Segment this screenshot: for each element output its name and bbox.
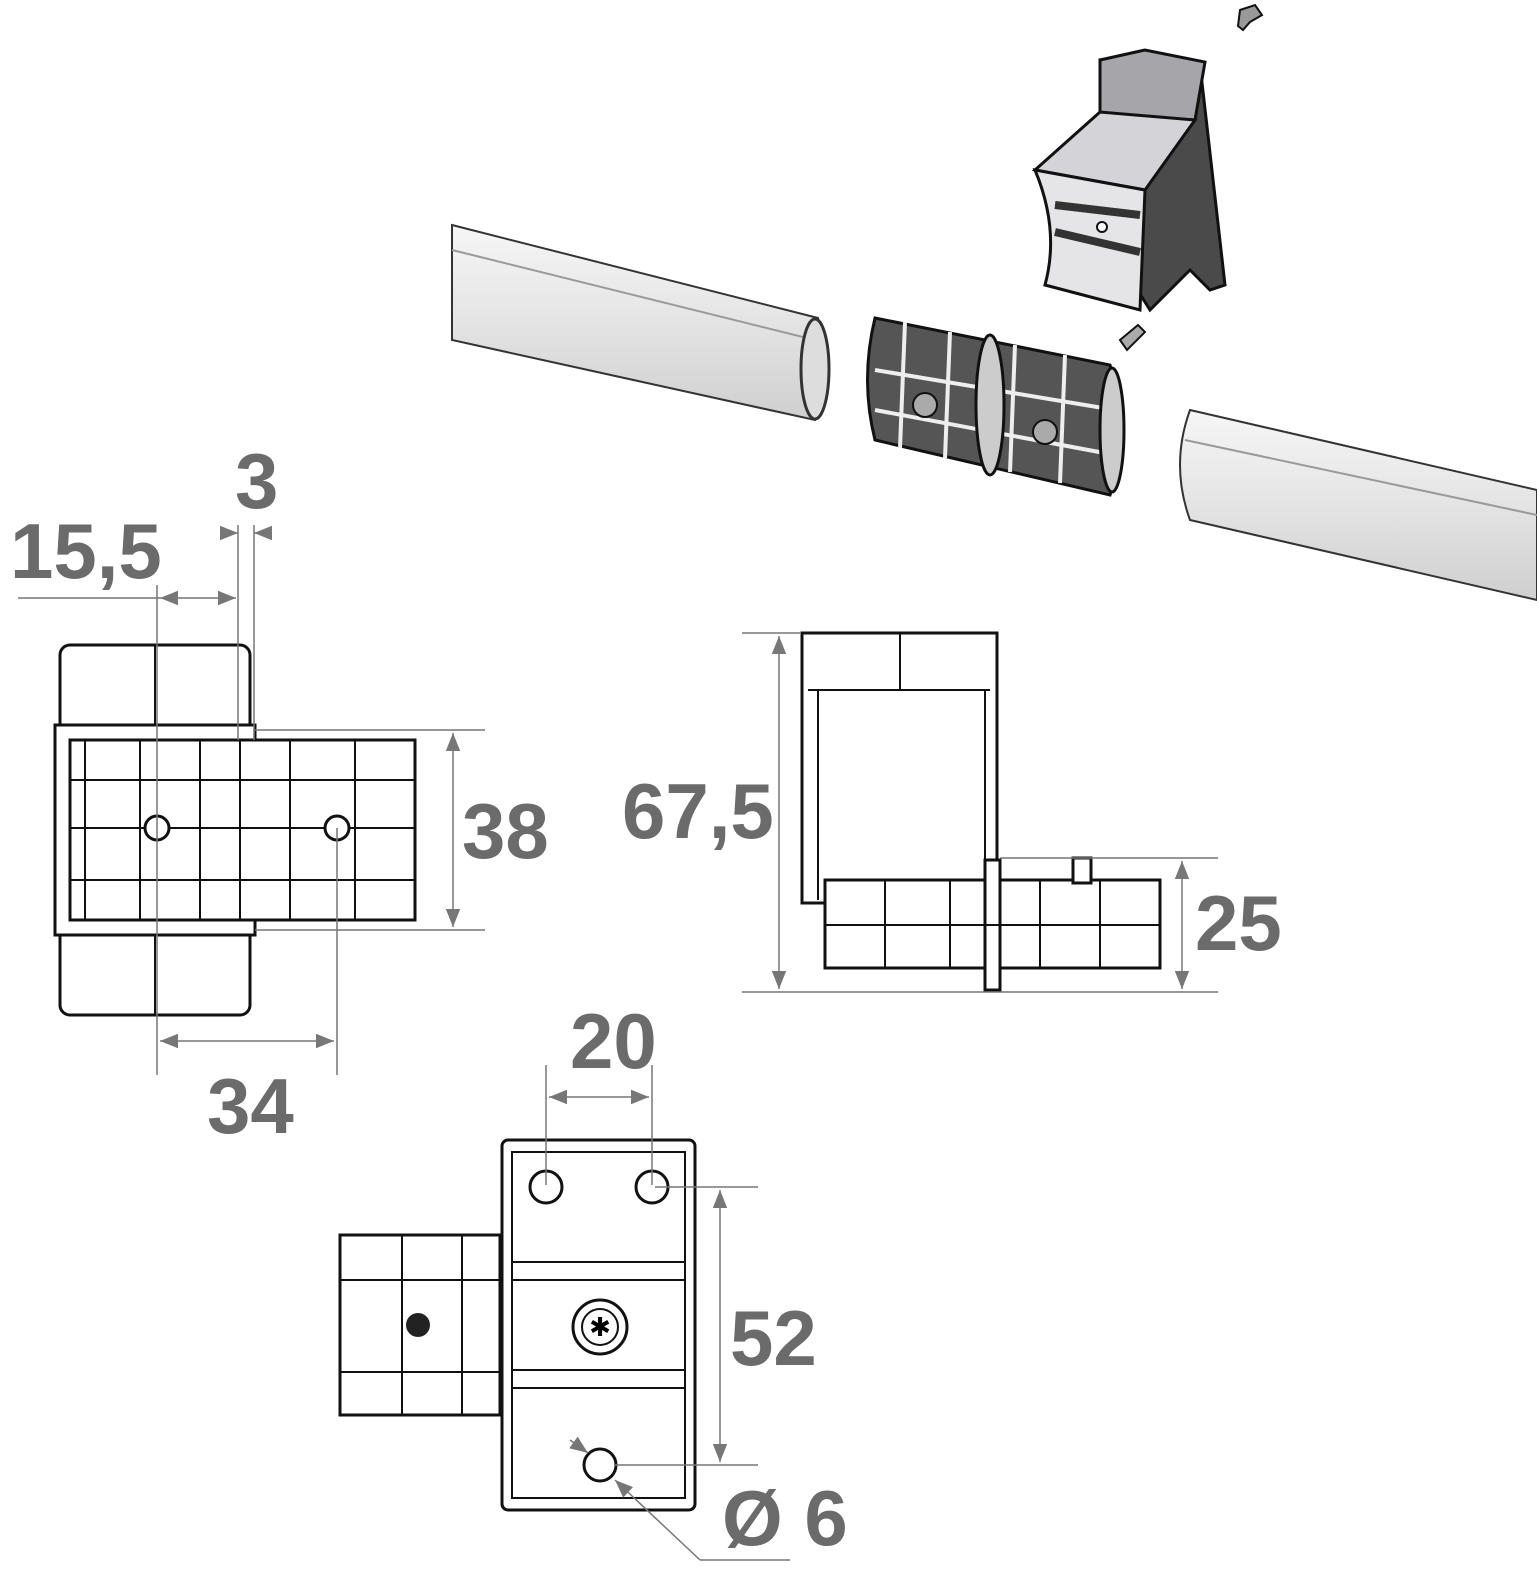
dim-52: 52 [730, 1294, 817, 1382]
side-view: 67,5 25 [622, 631, 1282, 993]
dim-diameter-6: Ø 6 [722, 1474, 848, 1562]
bottom-view: ✱ 20 52 Ø 6 [338, 997, 848, 1562]
dim-38: 38 [462, 787, 549, 875]
torx-icon: ✱ [589, 1313, 611, 1343]
dim-25: 25 [1195, 879, 1282, 967]
top-view: 15,5 3 38 34 [10, 437, 549, 1150]
set-screw-icon [1118, 323, 1147, 352]
bracket [1031, 48, 1227, 313]
exploded-view [451, 3, 1537, 602]
dim-67-5: 67,5 [622, 767, 774, 855]
dim-20: 20 [570, 997, 657, 1085]
connector [866, 316, 1126, 497]
left-tube [451, 223, 826, 422]
dim-3: 3 [235, 437, 278, 525]
screw-icon [1236, 3, 1264, 32]
dim-15-5: 15,5 [10, 507, 162, 595]
right-tube [1179, 408, 1537, 602]
dim-34: 34 [207, 1062, 294, 1150]
